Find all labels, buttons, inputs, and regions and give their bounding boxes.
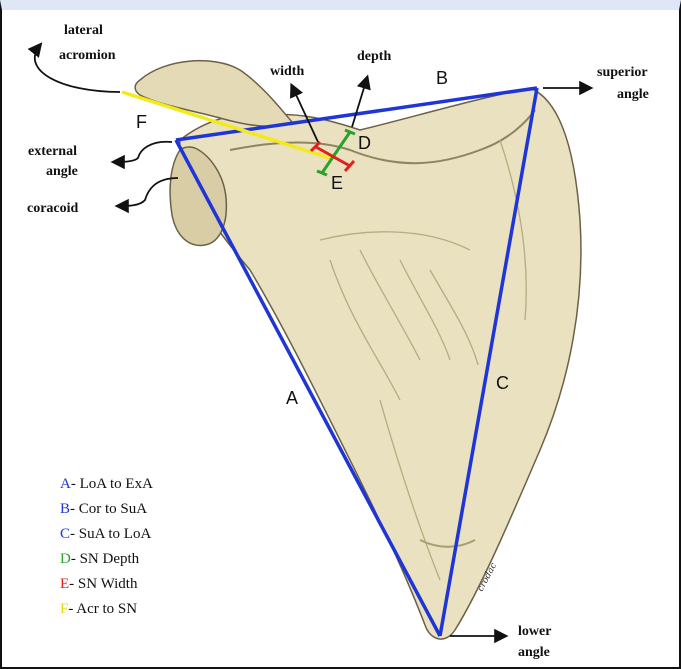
svg-text:F- Acr to SN: F- Acr to SN <box>60 601 137 617</box>
legend-letter: F <box>60 601 68 617</box>
legend-item-C: C- SuA to LoA <box>60 526 151 542</box>
legend-item-A: A- LoA to ExA <box>60 476 153 492</box>
letter-B: B <box>436 68 448 88</box>
legend: A- LoA to ExA B- Cor to SuA C- SuA to Lo… <box>60 476 153 617</box>
label-superior-angle-2: angle <box>617 87 649 102</box>
letter-A: A <box>286 388 298 408</box>
legend-label: - SN Width <box>69 576 138 592</box>
legend-letter: C <box>60 526 70 542</box>
label-lower-angle-2: angle <box>518 645 550 660</box>
legend-label: - Acr to SN <box>68 601 137 617</box>
legend-label: - SuA to LoA <box>70 526 151 542</box>
label-superior-angle-1: superior <box>597 65 648 80</box>
letter-D: D <box>358 133 371 153</box>
letter-E: E <box>331 173 343 193</box>
legend-label: - Cor to SuA <box>70 501 147 517</box>
legend-letter: D <box>60 551 71 567</box>
svg-text:D- SN Depth: D- SN Depth <box>60 551 140 567</box>
legend-item-F: F- Acr to SN <box>60 601 137 617</box>
arrow-coracoid <box>118 178 178 206</box>
label-lateral-acromion-2: acromion <box>59 48 116 63</box>
legend-item-B: B- Cor to SuA <box>60 501 147 517</box>
acromion-process <box>135 61 292 126</box>
label-lateral-acromion-1: lateral <box>64 23 103 38</box>
label-depth: depth <box>357 49 391 64</box>
legend-letter: E <box>60 576 69 592</box>
label-external-angle-2: angle <box>46 164 78 179</box>
letter-F: F <box>136 112 147 132</box>
legend-label: - SN Depth <box>71 551 140 567</box>
legend-letter: B <box>60 501 70 517</box>
legend-label: - LoA to ExA <box>71 476 153 492</box>
legend-item-E: E- SN Width <box>60 576 138 592</box>
legend-letter: A <box>60 476 71 492</box>
arrow-external-angle <box>114 142 172 162</box>
svg-text:B- Cor to SuA: B- Cor to SuA <box>60 501 147 517</box>
label-lower-angle-1: lower <box>518 624 551 639</box>
svg-text:C- SuA to LoA: C- SuA to LoA <box>60 526 151 542</box>
legend-item-D: D- SN Depth <box>60 551 140 567</box>
arrow-depth <box>352 78 367 127</box>
label-width: width <box>270 64 304 79</box>
label-coracoid: coracoid <box>27 201 79 216</box>
letter-C: C <box>496 373 509 393</box>
svg-text:E- SN Width: E- SN Width <box>60 576 138 592</box>
svg-text:A- LoA to ExA: A- LoA to ExA <box>60 476 153 492</box>
label-external-angle-1: external <box>28 144 77 159</box>
